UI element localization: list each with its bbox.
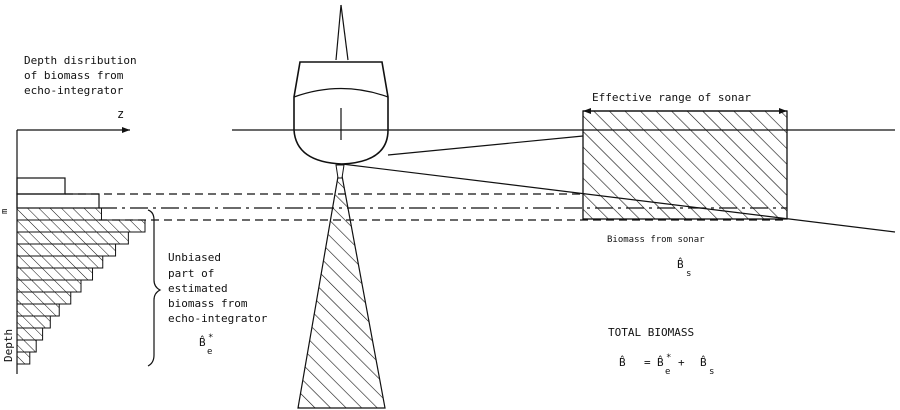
total-biomass-label: TOTAL BIOMASS [608,326,694,339]
histogram-bar [16,207,102,221]
histogram-bar [16,351,31,365]
z-axis-label: z [117,107,124,121]
svg-text:*: * [666,353,671,363]
histogram-bar [16,291,72,305]
sonar-beam-upper [387,135,584,156]
histogram-bar [16,315,51,329]
unbiased-histogram [16,207,146,365]
unbiased-text: Unbiased part of estimated biomass from … [168,251,268,325]
histogram-bar [16,243,117,257]
svg-text:*: * [208,333,213,343]
svg-text:of biomass from: of biomass from [24,69,124,82]
histogram-bar [16,267,94,281]
biomass-sonar-label: Biomass from sonar [607,235,705,245]
svg-text:B̂: B̂ [619,355,626,369]
svg-text:s: s [709,367,714,377]
svg-text:estimated: estimated [168,282,228,295]
svg-text:biomass from: biomass from [168,297,248,310]
svg-text:+: + [678,356,685,369]
depth-axis-label: Depth [2,329,15,362]
b-e-star-symbol: B̂ * e [199,333,213,357]
echo-sounder-beam [297,164,386,409]
svg-text:Unbiased: Unbiased [168,251,221,264]
svg-text:e: e [665,367,670,377]
sonar-effective-area [582,110,788,220]
histogram-bar [16,255,104,269]
b-s-symbol: B̂ s [677,257,691,279]
total-biomass-equation: B̂ = B̂ * e + B̂ s [619,353,714,377]
svg-text:e: e [207,347,212,357]
svg-text:B̂: B̂ [199,335,206,349]
histogram-bar [16,219,146,233]
histogram-bar [16,327,44,341]
effective-range-label: Effective range of sonar [592,91,751,104]
svg-text:B̂: B̂ [700,355,707,369]
ship [293,4,389,165]
histogram-bar [16,279,82,293]
svg-text:=: = [644,356,651,369]
svg-text:part of: part of [168,267,214,280]
svg-text:B̂: B̂ [657,355,664,369]
histogram-bar [16,339,37,353]
depth-distribution-title: Depth disribution of biomass from echo-i… [24,54,137,97]
histogram-bar [16,303,60,317]
svg-text:B̂: B̂ [677,257,684,271]
biased-bar-1 [16,177,66,195]
biased-bar-2 [16,193,100,209]
svg-text:s: s [686,269,691,279]
svg-text:Depth disribution: Depth disribution [24,54,137,67]
histogram-bar [16,231,129,245]
svg-text:echo-integrator: echo-integrator [24,84,124,97]
effective-range-arrow [583,108,787,114]
left-marker-label: m [0,209,10,214]
svg-text:echo-integrator: echo-integrator [168,312,268,325]
unbiased-bracket [147,209,162,367]
